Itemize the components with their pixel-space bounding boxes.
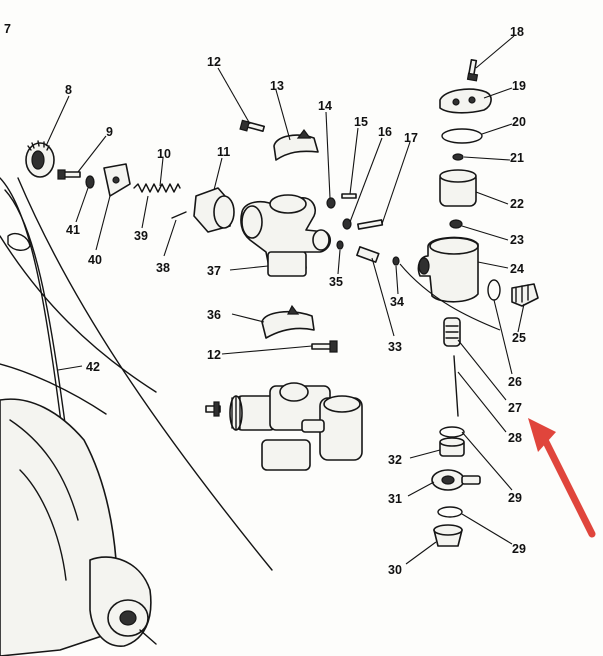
part-11-sleeve: [193, 187, 235, 233]
part-16-washer: [342, 218, 352, 230]
callout-40: 40: [88, 253, 102, 267]
part-30-cap-nut: [433, 524, 463, 547]
callout-32: 32: [388, 453, 402, 467]
callout-39: 39: [134, 229, 148, 243]
callout-24: 24: [510, 262, 524, 276]
part-14-small-nut: [326, 197, 336, 209]
callout-26: 26: [508, 375, 522, 389]
callout-23: 23: [510, 233, 524, 247]
part-26-gasket: [487, 279, 501, 301]
part-25-plug: [511, 283, 539, 307]
callout-38: 38: [156, 261, 170, 275]
part-40-bracket: [103, 163, 131, 197]
callout-35: 35: [329, 275, 343, 289]
part-18-screw: [466, 58, 479, 82]
callout-12-lower: 12: [207, 348, 221, 362]
part-38-pin: [171, 211, 187, 219]
callout-8: 8: [65, 83, 72, 97]
callout-36: 36: [207, 308, 221, 322]
part-37-carburettor-body: [240, 194, 332, 277]
part-12-screw-lower: [311, 340, 338, 353]
callout-27: 27: [508, 401, 522, 415]
part-8-knurled-ring: [25, 140, 55, 178]
callout-33: 33: [388, 340, 402, 354]
callout-9: 9: [106, 125, 113, 139]
callout-34: 34: [390, 295, 404, 309]
callout-21: 21: [510, 151, 524, 165]
cable-42: [0, 177, 69, 447]
callout-13: 13: [270, 79, 284, 93]
callout-29-lower: 29: [512, 542, 526, 556]
part-29-washer-lower: [437, 506, 463, 518]
callout-41: 41: [66, 223, 80, 237]
part-17-screw: [357, 219, 384, 230]
callout-29-upper: 29: [508, 491, 522, 505]
red-arrow-annotation: [528, 418, 596, 538]
part-22-float: [439, 169, 477, 207]
callout-10: 10: [157, 147, 171, 161]
part-32-jet: [439, 437, 465, 457]
callout-16: 16: [378, 125, 392, 139]
assembled-carburettor: [205, 382, 363, 471]
part-39-spring: [133, 183, 181, 193]
part-19-cap: [439, 88, 492, 114]
part-31-banjo: [431, 469, 481, 491]
part-20-ring: [441, 128, 483, 144]
callout-25: 25: [512, 331, 526, 345]
leader-lines: [45, 35, 525, 565]
part-15-screw: [341, 193, 357, 199]
callout-17: 17: [404, 131, 418, 145]
callout-12-top: 12: [207, 55, 221, 69]
part-27-jet-holder: [443, 317, 461, 347]
part-35-washer: [336, 240, 344, 250]
callout-37: 37: [207, 264, 221, 278]
frame-tube-lines: [0, 177, 273, 571]
callout-11: 11: [217, 145, 230, 159]
callout-30: 30: [388, 563, 402, 577]
callout-20: 20: [512, 115, 526, 129]
part-33-jet: [356, 246, 380, 263]
part-21-clip: [452, 153, 464, 161]
part-34-washer: [392, 256, 400, 266]
callout-14: 14: [318, 99, 332, 113]
part-41-nut: [85, 175, 95, 189]
part-12-screw-top: [239, 119, 266, 133]
part-13-clamp: [273, 129, 319, 161]
part-36-clamp-lower: [261, 304, 315, 339]
engine-housing: [0, 398, 157, 656]
page-number: 7: [4, 22, 11, 36]
callout-labels: 8 9 10 11 12 13 14 15 16 17 18 19 20 21 …: [65, 25, 526, 577]
part-23-needle-seat: [449, 219, 463, 229]
callout-31: 31: [388, 492, 402, 506]
part-24-float-bowl: [417, 236, 479, 303]
part-28-needle: [453, 355, 459, 417]
part-9-bolt: [57, 169, 81, 180]
callout-28: 28: [508, 431, 522, 445]
callout-42: 42: [86, 360, 100, 374]
callout-15: 15: [354, 115, 368, 129]
callout-18: 18: [510, 25, 524, 39]
callout-19: 19: [512, 79, 526, 93]
part-29-washer-upper: [439, 426, 465, 438]
callout-22: 22: [510, 197, 524, 211]
